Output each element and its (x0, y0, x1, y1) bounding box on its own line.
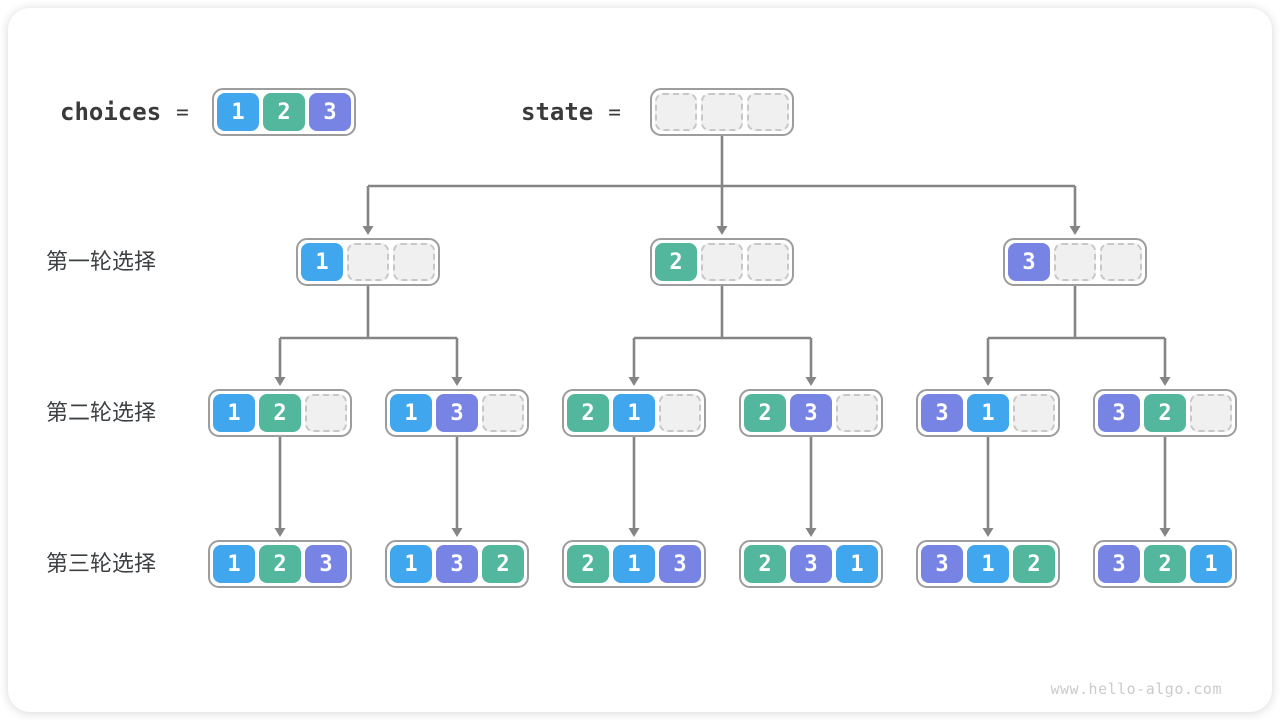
empty-cell (659, 394, 701, 432)
value-cell-3: 3 (790, 545, 832, 583)
value-cell-3: 3 (921, 394, 963, 432)
value-cell-1: 1 (217, 93, 259, 131)
empty-cell (701, 93, 743, 131)
choices-header: choices = (60, 88, 189, 136)
empty-cell (347, 243, 389, 281)
empty-cell (305, 394, 347, 432)
value-cell-2: 2 (744, 545, 786, 583)
value-cell-2: 2 (1013, 545, 1055, 583)
value-cell-3: 3 (305, 545, 347, 583)
empty-cell (655, 93, 697, 131)
value-cell-1: 1 (301, 243, 343, 281)
empty-cell (836, 394, 878, 432)
value-cell-3: 3 (659, 545, 701, 583)
value-cell-1: 1 (613, 394, 655, 432)
value-cell-3: 3 (1008, 243, 1050, 281)
value-cell-3: 3 (309, 93, 351, 131)
value-cell-1: 1 (390, 545, 432, 583)
value-cell-3: 3 (436, 545, 478, 583)
value-cell-2: 2 (655, 243, 697, 281)
value-cell-3: 3 (790, 394, 832, 432)
value-cell-2: 2 (744, 394, 786, 432)
state-array (650, 88, 794, 136)
value-cell-2: 2 (482, 545, 524, 583)
value-cell-2: 2 (259, 394, 301, 432)
empty-cell (701, 243, 743, 281)
value-cell-2: 2 (567, 545, 609, 583)
tree-node-r1-1: 1 (296, 238, 440, 286)
value-cell-1: 1 (390, 394, 432, 432)
choices-label: choices (60, 98, 162, 126)
choices-equals-sign: = (176, 100, 189, 124)
value-cell-3: 3 (921, 545, 963, 583)
value-cell-3: 3 (1098, 394, 1140, 432)
state-equals-sign: = (608, 100, 621, 124)
empty-cell (747, 93, 789, 131)
empty-cell (393, 243, 435, 281)
value-cell-1: 1 (613, 545, 655, 583)
value-cell-1: 1 (967, 545, 1009, 583)
value-cell-2: 2 (259, 545, 301, 583)
row-label-round-3: 第三轮选择 (46, 551, 157, 576)
empty-cell (747, 243, 789, 281)
tree-node-r1-2: 2 (650, 238, 794, 286)
empty-cell (1054, 243, 1096, 281)
tree-node-r1-3: 3 (1003, 238, 1147, 286)
value-cell-1: 1 (213, 394, 255, 432)
value-cell-3: 3 (436, 394, 478, 432)
value-cell-2: 2 (567, 394, 609, 432)
state-header: state = (521, 88, 621, 136)
watermark: www.hello-algo.com (1050, 680, 1222, 698)
empty-cell (1013, 394, 1055, 432)
empty-cell (482, 394, 524, 432)
value-cell-3: 3 (1098, 545, 1140, 583)
value-cell-1: 1 (836, 545, 878, 583)
value-cell-1: 1 (967, 394, 1009, 432)
value-cell-2: 2 (1144, 545, 1186, 583)
value-cell-2: 2 (1144, 394, 1186, 432)
empty-cell (1190, 394, 1232, 432)
state-label: state (521, 98, 594, 126)
row-label-round-2: 第二轮选择 (46, 400, 157, 425)
value-cell-2: 2 (263, 93, 305, 131)
row-label-round-1: 第一轮选择 (46, 249, 157, 274)
value-cell-1: 1 (213, 545, 255, 583)
empty-cell (1100, 243, 1142, 281)
value-cell-1: 1 (1190, 545, 1232, 583)
